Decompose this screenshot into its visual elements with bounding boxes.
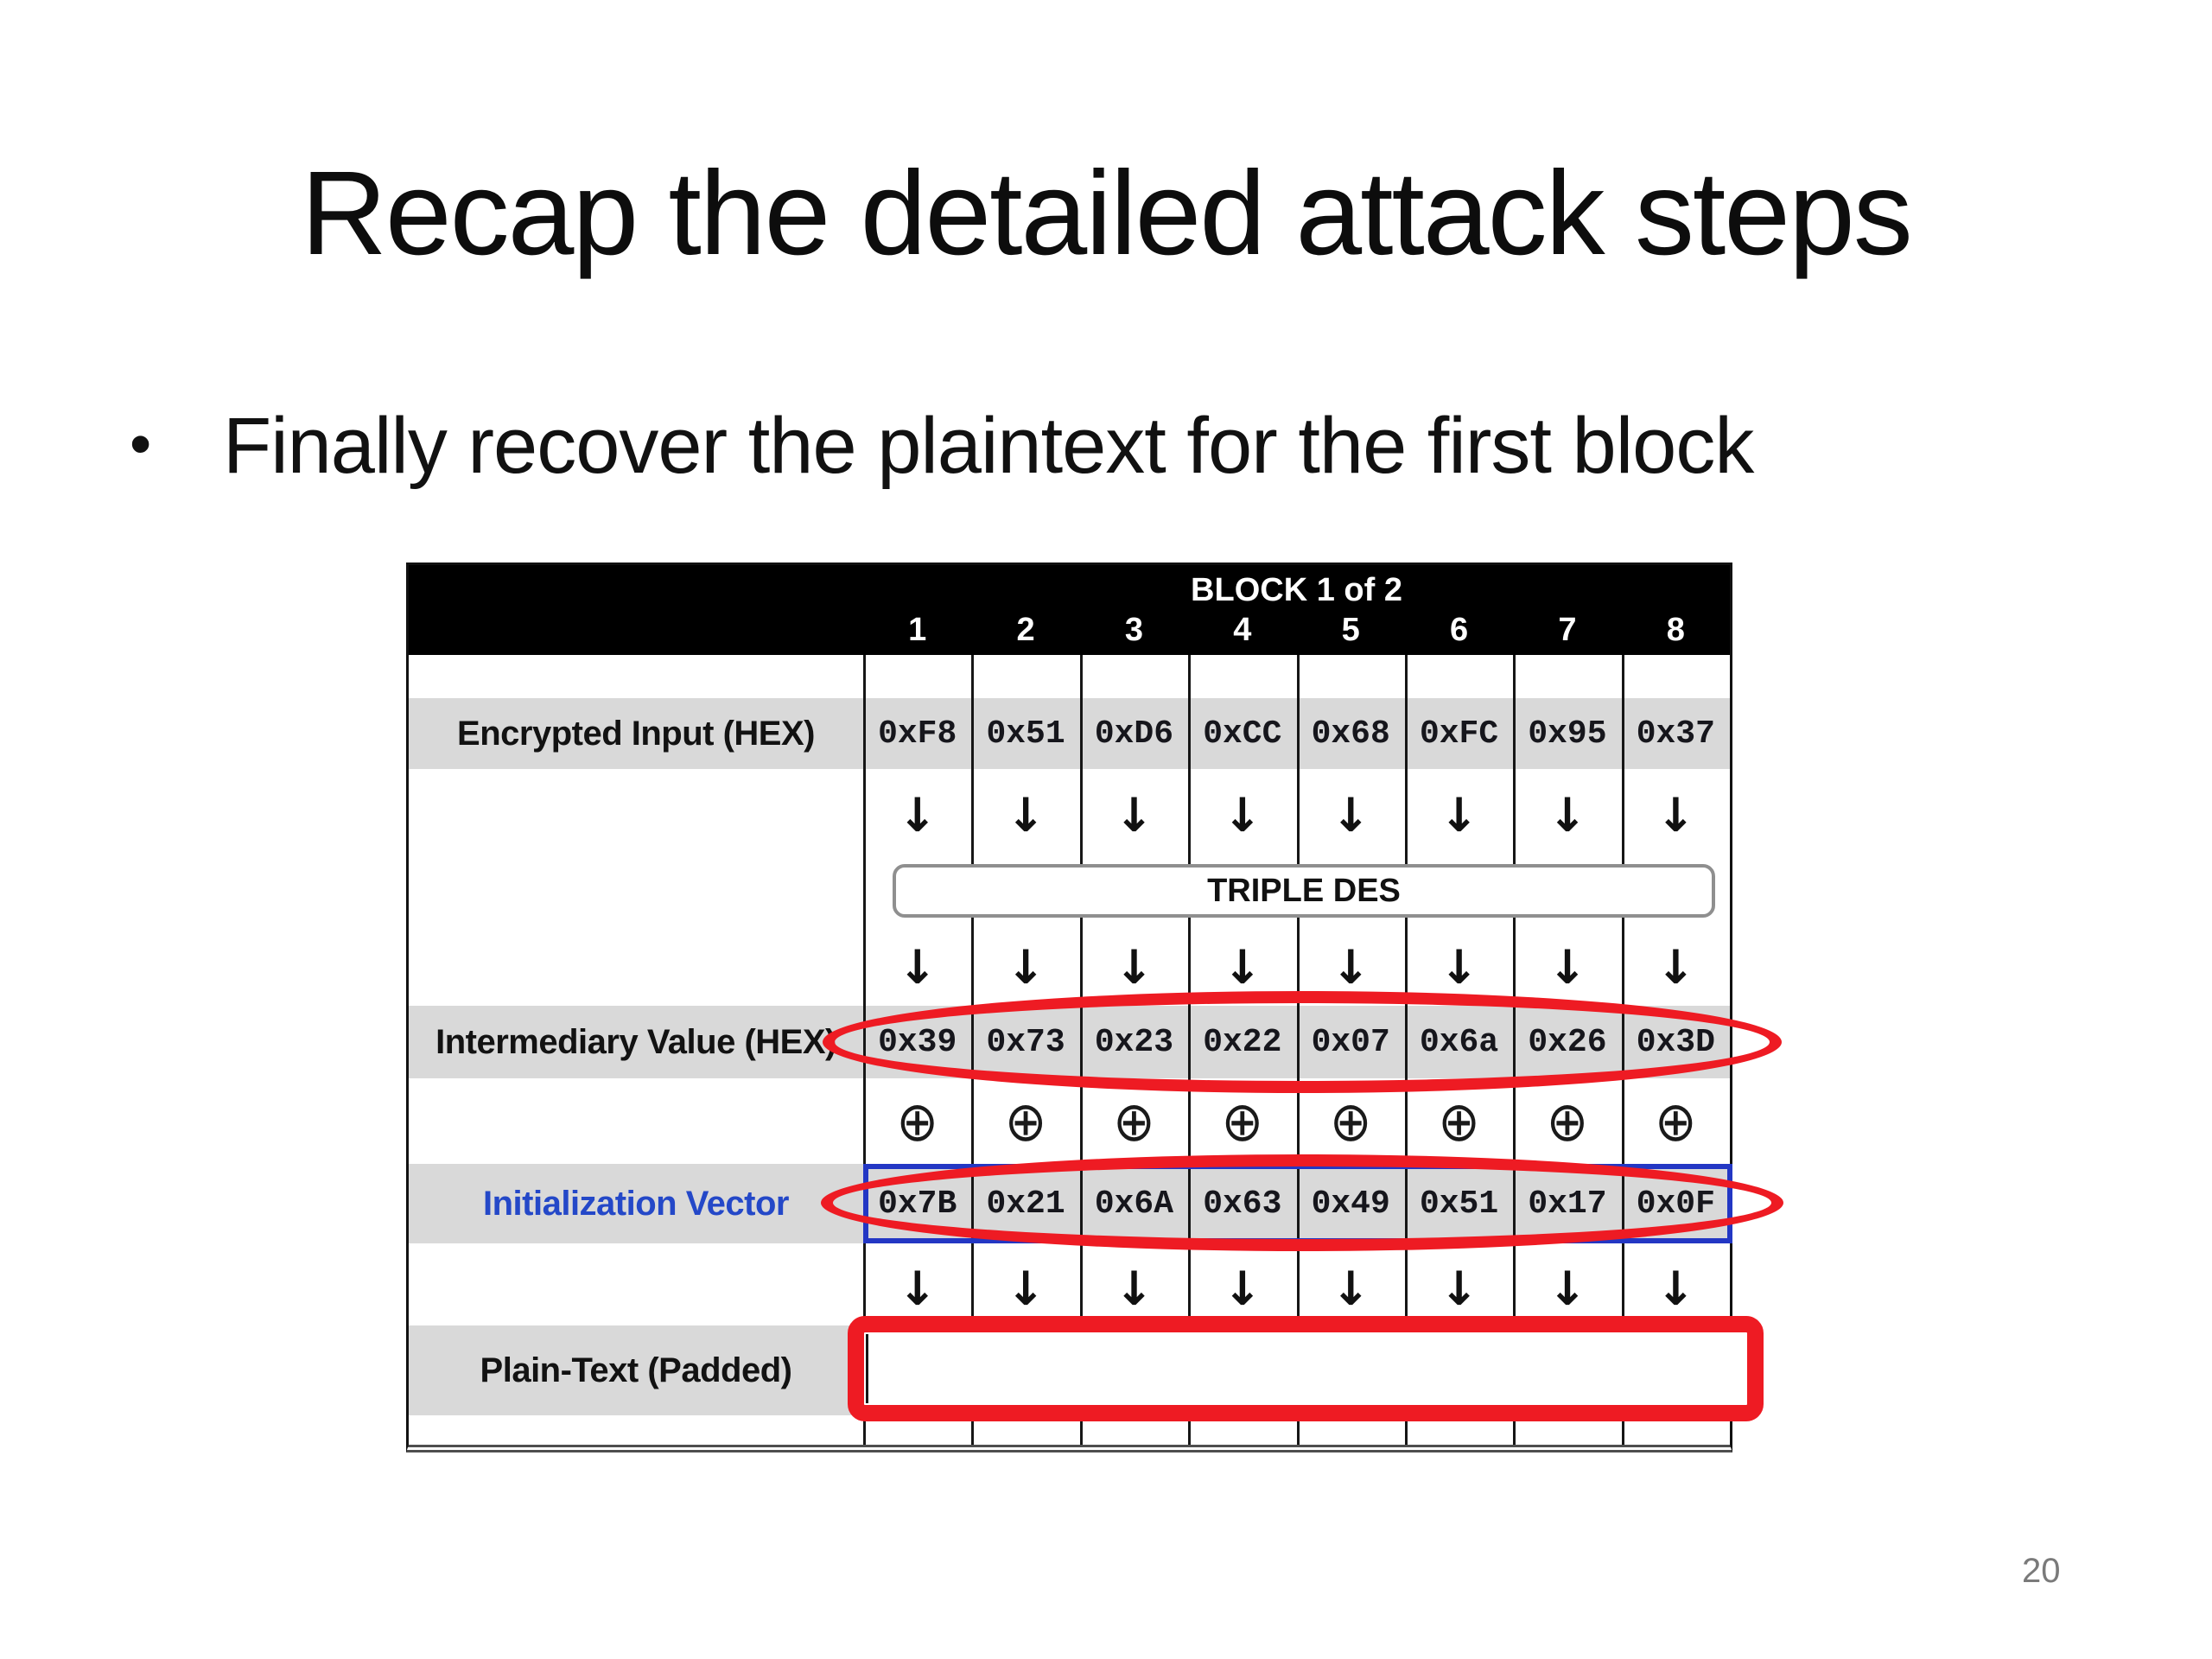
page-number: 20 xyxy=(2022,1552,2061,1590)
intermediary-red-ellipse xyxy=(823,991,1782,1093)
down-arrow-icon: ↓ xyxy=(898,788,938,842)
down-arrow-icon: ↓ xyxy=(1331,788,1370,842)
down-arrow-icon: ↓ xyxy=(1548,940,1587,995)
xor-icon: ⊕ xyxy=(1221,1089,1264,1154)
intermediary-row-label: Intermediary Value (HEX) xyxy=(435,1022,836,1061)
encrypted-row-label: Encrypted Input (HEX) xyxy=(457,714,815,753)
encrypted-value-cell: 0x68 xyxy=(1311,715,1390,753)
bullet-text: Finally recover the plaintext for the fi… xyxy=(223,402,1754,490)
xor-icon: ⊕ xyxy=(896,1089,938,1154)
column-number: 2 xyxy=(1016,611,1035,648)
xor-icon: ⊕ xyxy=(1113,1089,1155,1154)
down-arrow-icon: ↓ xyxy=(1439,940,1479,995)
down-arrow-icon: ↓ xyxy=(1114,1262,1154,1316)
down-arrow-icon: ↓ xyxy=(1223,788,1262,842)
plaintext-left-divider xyxy=(866,1334,868,1403)
triple-des-box: TRIPLE DES xyxy=(893,864,1715,918)
column-numbers-row: 1 2 3 4 5 6 7 8 xyxy=(863,608,1730,652)
down-arrow-icon: ↓ xyxy=(1548,788,1587,842)
arrow-row-1: ↓ ↓ ↓ ↓ ↓ ↓ ↓ ↓ xyxy=(863,788,1730,842)
encrypted-values-row: 0xF8 0x51 0xD6 0xCC 0x68 0xFC 0x95 0x37 xyxy=(863,698,1730,769)
table-header-bar: BLOCK 1 of 2 1 2 3 4 5 6 7 8 xyxy=(409,565,1730,655)
down-arrow-icon: ↓ xyxy=(1223,1262,1262,1316)
encrypted-value-cell: 0xD6 xyxy=(1094,715,1174,753)
xor-icon: ⊕ xyxy=(1655,1089,1697,1154)
down-arrow-icon: ↓ xyxy=(1439,788,1479,842)
down-arrow-icon: ↓ xyxy=(1114,940,1154,995)
column-number: 3 xyxy=(1124,611,1143,648)
down-arrow-icon: ↓ xyxy=(1656,788,1695,842)
down-arrow-icon: ↓ xyxy=(1006,940,1046,995)
column-number: 7 xyxy=(1558,611,1577,648)
plaintext-row-label: Plain-Text (Padded) xyxy=(480,1351,792,1389)
column-number: 6 xyxy=(1449,611,1469,648)
encrypted-value-cell: 0x51 xyxy=(986,715,1065,753)
arrow-row-2: ↓ ↓ ↓ ↓ ↓ ↓ ↓ ↓ xyxy=(863,940,1730,995)
encrypted-value-cell: 0xF8 xyxy=(878,715,957,753)
plaintext-red-highlight-box xyxy=(848,1316,1764,1421)
block-header-label: BLOCK 1 of 2 xyxy=(1191,571,1402,608)
slide-title: Recap the detailed attack steps xyxy=(301,147,1913,280)
column-number: 5 xyxy=(1341,611,1360,648)
column-number: 4 xyxy=(1233,611,1252,648)
down-arrow-icon: ↓ xyxy=(1331,940,1370,995)
iv-row-label: Initialization Vector xyxy=(482,1184,790,1223)
down-arrow-icon: ↓ xyxy=(1006,1262,1046,1316)
xor-icon: ⊕ xyxy=(1438,1089,1480,1154)
xor-icon: ⊕ xyxy=(1546,1089,1589,1154)
down-arrow-icon: ↓ xyxy=(1006,788,1046,842)
bullet-icon: • xyxy=(130,410,152,479)
xor-icon: ⊕ xyxy=(1004,1089,1047,1154)
encrypted-row-band xyxy=(409,698,1730,769)
attack-steps-table: BLOCK 1 of 2 1 2 3 4 5 6 7 8 Encrypted Input (H… xyxy=(406,563,1783,1452)
down-arrow-icon: ↓ xyxy=(1656,940,1695,995)
xor-icon: ⊕ xyxy=(1329,1089,1372,1154)
encrypted-value-cell: 0x95 xyxy=(1528,715,1607,753)
down-arrow-icon: ↓ xyxy=(1656,1262,1695,1316)
down-arrow-icon: ↓ xyxy=(1331,1262,1370,1316)
iv-red-ellipse xyxy=(821,1154,1783,1251)
encrypted-value-cell: 0xFC xyxy=(1419,715,1499,753)
arrow-row-3: ↓ ↓ ↓ ↓ ↓ ↓ ↓ ↓ xyxy=(863,1262,1730,1316)
bullet-line: • Finally recover the plaintext for the … xyxy=(130,399,2143,493)
down-arrow-icon: ↓ xyxy=(1223,940,1262,995)
down-arrow-icon: ↓ xyxy=(1548,1262,1587,1316)
xor-row: ⊕ ⊕ ⊕ ⊕ ⊕ ⊕ ⊕ ⊕ xyxy=(863,1090,1730,1154)
down-arrow-icon: ↓ xyxy=(898,1262,938,1316)
down-arrow-icon: ↓ xyxy=(1439,1262,1479,1316)
down-arrow-icon: ↓ xyxy=(1114,788,1154,842)
down-arrow-icon: ↓ xyxy=(898,940,938,995)
column-number: 8 xyxy=(1666,611,1685,648)
encrypted-value-cell: 0x37 xyxy=(1636,715,1715,753)
encrypted-value-cell: 0xCC xyxy=(1203,715,1282,753)
column-number: 1 xyxy=(908,611,927,648)
